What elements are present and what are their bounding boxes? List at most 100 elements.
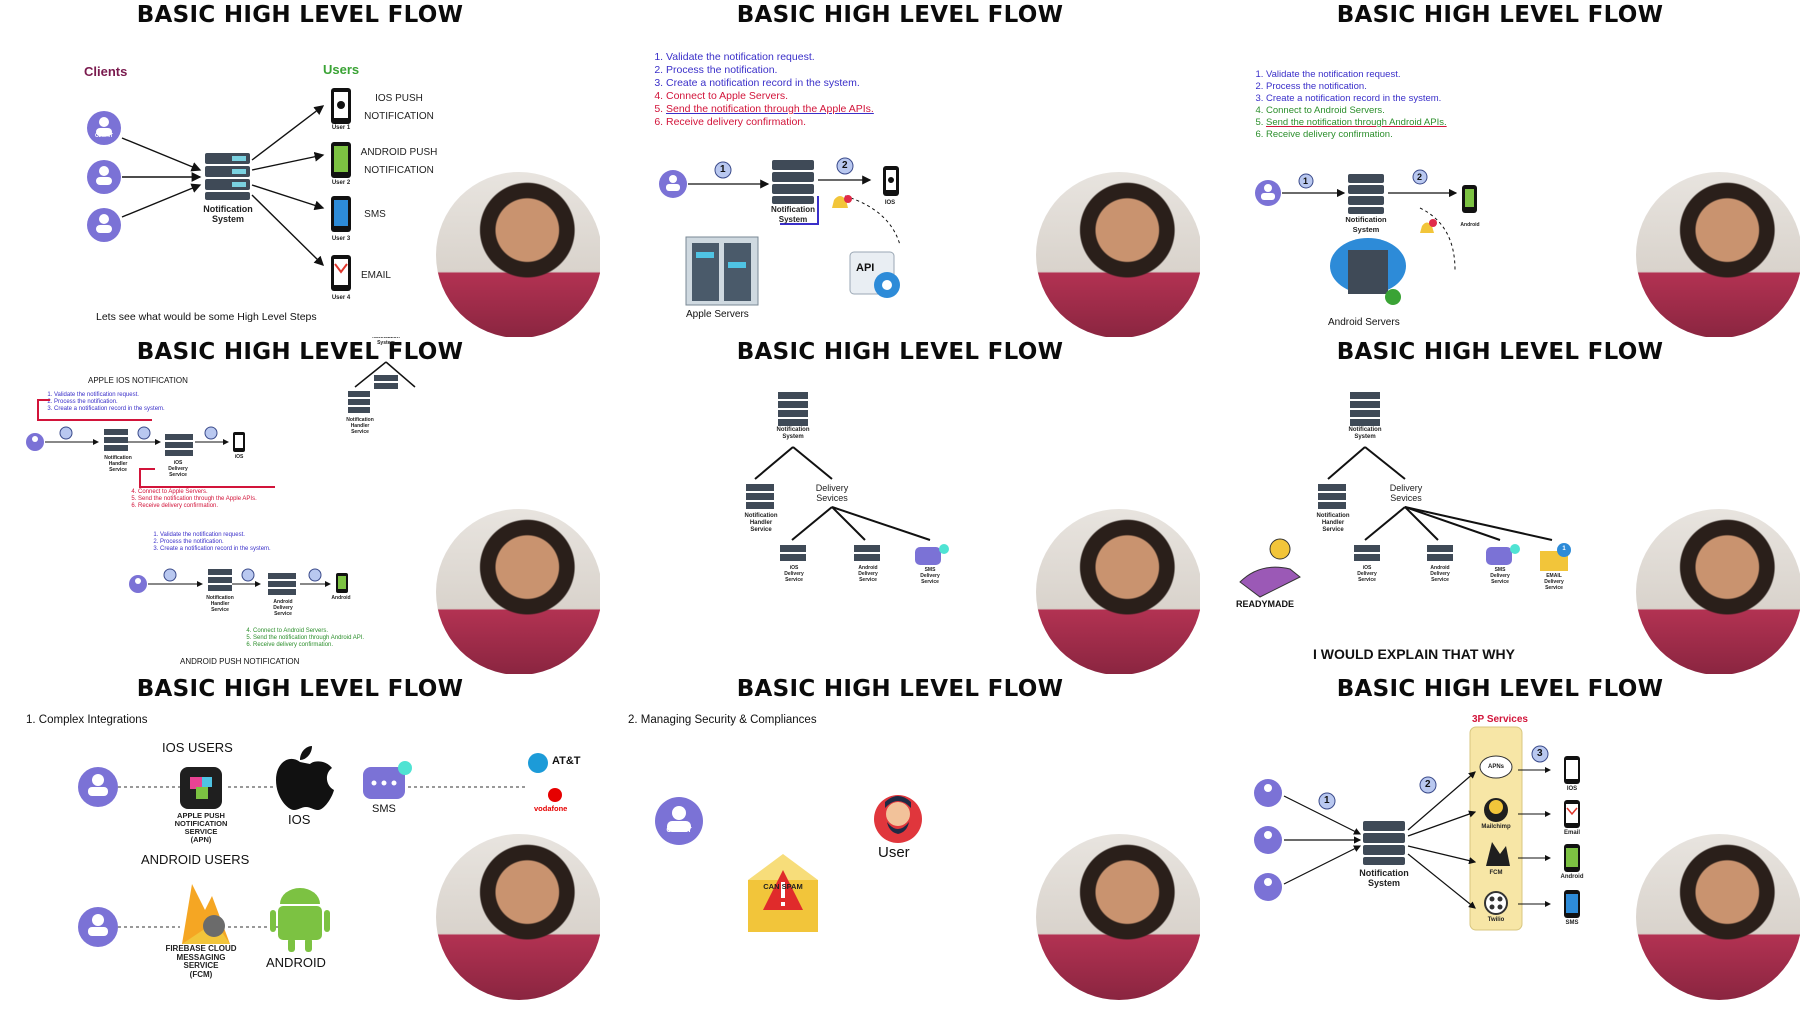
- step-3: Create a notification record in the syst…: [1266, 93, 1447, 105]
- step-2: Process the notification.: [54, 399, 165, 406]
- apple-icon: [276, 746, 334, 810]
- att-label: AT&T: [552, 755, 581, 767]
- user-label: User: [878, 844, 910, 861]
- gmail-icon: [1564, 800, 1580, 828]
- caption: Lets see what would be some High Level S…: [96, 311, 317, 323]
- bell-icon: [832, 195, 852, 208]
- sms-target-label: SMS: [1565, 920, 1579, 926]
- panel-2-apple-flow: BASIC HIGH LEVEL FLOW Validate the notif…: [600, 0, 1200, 337]
- client-icon: [26, 433, 44, 451]
- client-icon: [1255, 180, 1281, 206]
- services-label: 3P Services: [1472, 714, 1528, 725]
- step-1: Validate the notification request.: [54, 392, 165, 399]
- server-icon: [268, 573, 296, 595]
- apple-steps-tail: Connect to Apple Servers. Send the notif…: [128, 489, 257, 510]
- ios-delivery-label: iOS Delivery Service: [784, 565, 804, 583]
- client-icon: [87, 160, 121, 194]
- server-icon: [348, 391, 370, 413]
- step-6: Receive delivery confirmation.: [138, 503, 257, 510]
- gmail-icon: [331, 255, 351, 291]
- server-icon: [104, 429, 128, 451]
- step-4: Connect to Android Servers.: [253, 628, 364, 635]
- android-icon: [270, 888, 330, 952]
- system-label: Notification System: [372, 337, 400, 346]
- overview-arrows: [87, 88, 351, 291]
- phone-icon: [331, 88, 351, 124]
- panel-5-delivery-tree: BASIC HIGH LEVEL FLOW Notification Syste…: [600, 337, 1200, 674]
- server-icon: [1354, 545, 1380, 561]
- panel-title: BASIC HIGH LEVEL FLOW: [736, 2, 1064, 28]
- client-icon: [1254, 873, 1282, 901]
- android-target-label: Android: [1560, 874, 1584, 880]
- phone-icon: [1462, 185, 1477, 213]
- ios-delivery-label: iOS Delivery Service: [1357, 565, 1377, 583]
- apple-steps-box: Validate the notification request. Proce…: [44, 392, 165, 413]
- can-spam-label: CAN SPAM: [763, 882, 803, 891]
- phone-icon: [331, 196, 351, 232]
- server-icon: [772, 160, 814, 204]
- delivery-tree-diagram: [746, 392, 949, 565]
- step-1: Validate the notification request.: [1266, 69, 1447, 81]
- video-presenter: [1036, 509, 1200, 674]
- system-label: Notification System: [1348, 427, 1382, 440]
- video-presenter: [1036, 172, 1200, 337]
- android-steps-list: Validate the notification request. Proce…: [1251, 69, 1447, 141]
- phone-icon: [233, 432, 245, 452]
- ios-steps-list: Validate the notification request. Proce…: [651, 51, 874, 129]
- android-steps-tail: Connect to Android Servers. Send the not…: [243, 628, 364, 649]
- notification-system-label: Notification System: [1345, 215, 1387, 234]
- video-presenter: [1636, 509, 1800, 674]
- ios-label: IOS: [288, 812, 311, 827]
- android-flow-diagram: [1255, 169, 1477, 305]
- readymade-diagram: [1239, 392, 1571, 598]
- server-icon: [1348, 174, 1384, 214]
- email-target-label: Email: [1563, 830, 1580, 836]
- panel-6-readymade: BASIC HIGH LEVEL FLOW Notification Syste…: [1200, 337, 1800, 674]
- client-icon: [78, 907, 118, 947]
- client-icon: [129, 575, 147, 593]
- att-logo: [528, 753, 548, 773]
- server-icon: [854, 545, 880, 561]
- number-3: 3: [1537, 748, 1543, 759]
- system-label: Notification System: [776, 427, 810, 440]
- server-icon: [208, 569, 232, 591]
- client-icon: [659, 170, 687, 198]
- email-delivery-label: EMAIL Delivery Service: [1544, 573, 1564, 591]
- number-2: 2: [1417, 172, 1423, 182]
- android-servers-label: Android Servers: [1328, 317, 1400, 328]
- delivery-services-label: Delivery Sevices: [815, 483, 849, 503]
- ios-label: iOS: [234, 454, 244, 460]
- step-6: Receive delivery confirmation.: [1266, 129, 1447, 141]
- panel-title: BASIC HIGH LEVEL FLOW: [136, 339, 464, 365]
- android-steps-box: Validate the notification request. Proce…: [150, 532, 271, 553]
- user-avatar-icon: [874, 795, 922, 843]
- api-gear-icon: [849, 251, 900, 298]
- phone-icon: [1564, 756, 1580, 784]
- android-push-label: ANDROID PUSH NOTIFICATION: [360, 147, 438, 176]
- panel-8-security: BASIC HIGH LEVEL FLOW 2. Managing Securi…: [600, 674, 1200, 1011]
- cloud-server-icon: [1330, 238, 1406, 305]
- step-5: Send the notification through Android AP…: [253, 635, 364, 642]
- step-4: Connect to Apple Servers.: [138, 489, 257, 496]
- video-presenter: [1636, 172, 1800, 337]
- apns-label: APNs: [1487, 764, 1504, 770]
- number-2: 2: [842, 160, 848, 171]
- handler-label-2: Notification Handler Service: [206, 595, 234, 613]
- client-icon: [78, 767, 118, 807]
- email-label: EMAIL: [360, 270, 391, 281]
- panel-9-third-party: BASIC HIGH LEVEL FLOW 3P Services 1 2 3 …: [1200, 674, 1800, 1011]
- email-badge: 1: [1562, 546, 1566, 552]
- server-icon: [165, 434, 193, 456]
- fcm-label: FIREBASE CLOUD MESSAGING SERVICE (FCM): [165, 944, 237, 979]
- step-5: Send the notification through the Apple …: [138, 496, 257, 503]
- notification-system-label: Notification System: [1359, 868, 1409, 888]
- security-diagram: [655, 795, 922, 932]
- server-icon: [374, 375, 398, 389]
- panel-4-service-split: BASIC HIGH LEVEL FLOW APPLE IOS NOTIFICA…: [0, 337, 600, 674]
- step-3: Create a notification record in the syst…: [666, 77, 874, 90]
- step-5: Send the notification through the Apple …: [666, 103, 874, 116]
- notification-system-label: Notification System: [203, 204, 253, 224]
- android-delivery-label: Android Delivery Service: [273, 599, 293, 617]
- step-6: Receive delivery confirmation.: [666, 116, 874, 129]
- mailchimp-icon: [1484, 798, 1508, 822]
